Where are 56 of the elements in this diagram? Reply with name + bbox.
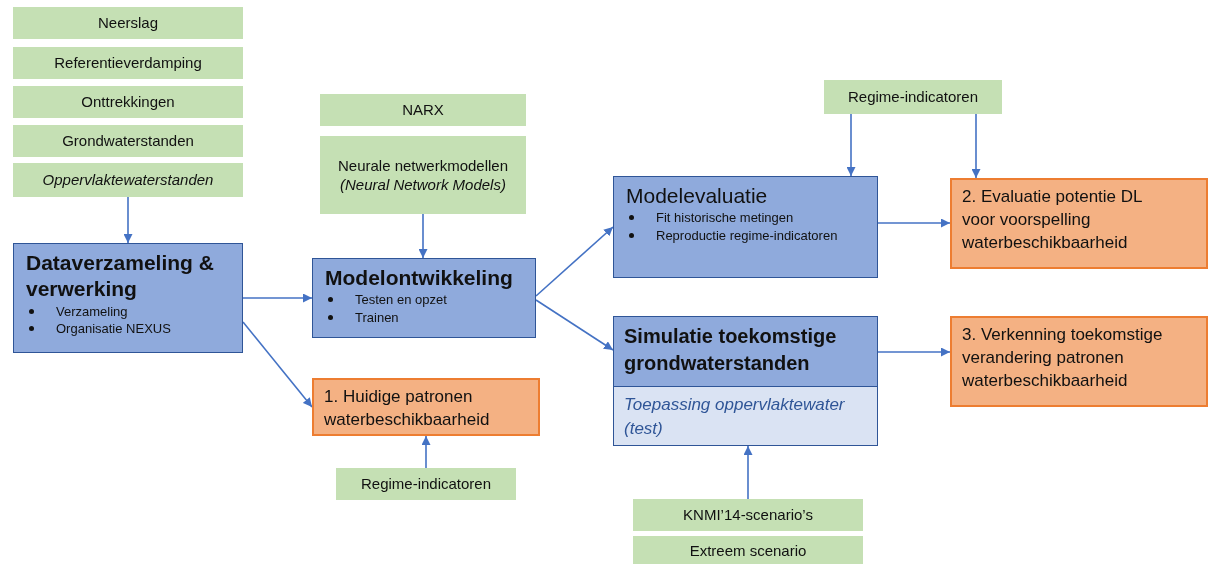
input-box [13, 86, 243, 118]
box-label: Regime-indicatoren [847, 87, 979, 107]
result-box [950, 178, 1208, 269]
box-label: 3. Verkenning toekomstige verandering patronen waterbeschikbaarheid [962, 324, 1164, 392]
box-label: 1. Huidige patronen waterbeschikbaarheid [324, 386, 491, 431]
box-heading: Modelontwikkeling [325, 265, 514, 291]
input-box [13, 47, 243, 79]
input-box [824, 80, 1002, 114]
bullet-item: Organisatie NEXUS [56, 321, 171, 337]
arrow [242, 293, 313, 303]
input-box [13, 7, 243, 39]
bullet-item: Reproductie regime-indicatoren [656, 227, 838, 243]
bullet-item: Verzameling [56, 303, 128, 319]
process-box [13, 243, 243, 353]
box-label: Regime-indicatoren [360, 474, 492, 494]
box-heading: Dataverzameling & verwerking [26, 250, 215, 303]
box-label: Oppervlaktewaterstanden [42, 170, 214, 190]
bullet-item: Fit historische metingen [656, 210, 794, 226]
arrow [418, 213, 428, 259]
box-label: Neerslag [98, 13, 158, 33]
box-heading: Simulatie toekomstige grondwaterstanden [614, 317, 877, 387]
box-label: KNMI’14-scenario’s [683, 505, 813, 525]
arrow [123, 196, 133, 244]
arrow [743, 445, 753, 500]
arrow [535, 226, 614, 297]
bullet-item: Testen en opzet [355, 292, 447, 308]
box-label: Grondwaterstanden [62, 131, 194, 151]
box-label: 2. Evaluatie potentie DL voor voorspelling waterbeschikbaarheid [962, 186, 1143, 254]
process-box [312, 258, 536, 338]
input-box [320, 94, 526, 126]
arrow [421, 435, 431, 469]
box-label: Referentieverdamping [54, 53, 202, 73]
bullet-item: Trainen [355, 309, 399, 325]
application-note: Toepassing oppervlaktewater (test) [623, 394, 846, 440]
input-box [633, 536, 863, 564]
arrow [242, 321, 313, 408]
box-label: NARX [402, 100, 444, 120]
arrow [877, 218, 951, 228]
input-box [13, 125, 243, 157]
input-box [336, 468, 516, 500]
box-label: Neurale netwerkmodellen [337, 155, 509, 175]
process-box [613, 316, 878, 446]
input-box [13, 163, 243, 197]
result-box [950, 316, 1208, 407]
arrow [877, 347, 951, 357]
input-box [633, 499, 863, 531]
process-box [613, 176, 878, 278]
result-box [312, 378, 540, 436]
box-label: Extreem scenario [689, 541, 807, 561]
box-label: (Neural Network Models) [340, 175, 506, 195]
arrow [846, 113, 856, 177]
arrow [971, 113, 981, 179]
box-label: Onttrekkingen [81, 92, 175, 112]
input-box [320, 136, 526, 214]
box-heading: Modelevaluatie [626, 183, 769, 209]
arrow [535, 299, 614, 351]
